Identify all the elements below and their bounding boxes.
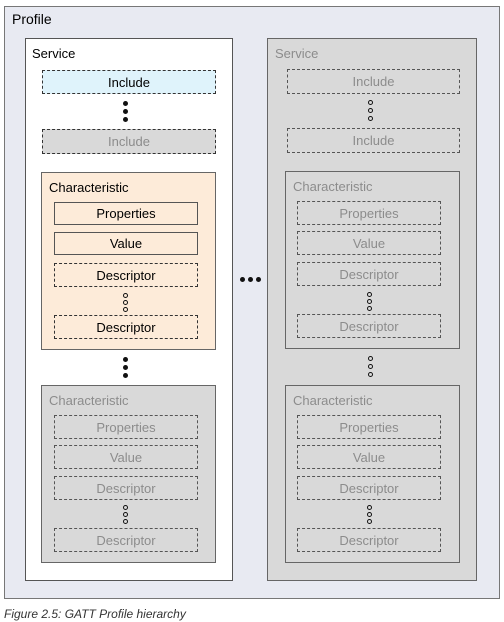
characteristic-grey xyxy=(41,385,216,563)
characteristic-label: Characteristic xyxy=(49,393,129,408)
descriptor-box: Descriptor xyxy=(297,262,441,286)
ellipsis-ring xyxy=(368,356,373,361)
ellipsis-ring xyxy=(123,519,128,524)
descriptor-box: Descriptor xyxy=(297,528,441,552)
ellipsis-ring xyxy=(368,116,373,121)
descriptor-box: Descriptor xyxy=(54,315,198,339)
service-right-label: Service xyxy=(275,46,319,61)
properties-box: Properties xyxy=(297,415,441,439)
ellipsis-dot xyxy=(240,277,245,282)
ellipsis-ring xyxy=(368,108,373,113)
ellipsis-ring xyxy=(123,505,128,510)
ellipsis-ring xyxy=(123,293,128,298)
ellipsis-ring xyxy=(367,299,372,304)
ellipsis-dot xyxy=(248,277,253,282)
service-left-label: Service xyxy=(32,46,76,61)
value-box: Value xyxy=(297,445,441,469)
properties-box: Properties xyxy=(297,201,441,225)
include-box: Include xyxy=(287,69,460,94)
descriptor-box: Descriptor xyxy=(54,476,198,500)
ellipsis-dot xyxy=(123,365,128,370)
characteristic-grey xyxy=(285,385,460,563)
ellipsis-ring xyxy=(367,505,372,510)
ellipsis-dot xyxy=(123,357,128,362)
ellipsis-ring xyxy=(368,372,373,377)
ellipsis-dot xyxy=(123,117,128,122)
value-box: Value xyxy=(54,445,198,469)
ellipsis-ring xyxy=(367,512,372,517)
descriptor-box: Descriptor xyxy=(297,314,441,338)
characteristic-grey xyxy=(285,171,460,349)
ellipsis-ring xyxy=(123,512,128,517)
descriptor-box: Descriptor xyxy=(297,476,441,500)
descriptor-box: Descriptor xyxy=(54,528,198,552)
ellipsis-ring xyxy=(367,519,372,524)
ellipsis-ring xyxy=(368,100,373,105)
ellipsis-dot xyxy=(123,109,128,114)
properties-box: Properties xyxy=(54,415,198,439)
ellipsis-ring xyxy=(123,300,128,305)
ellipsis-ring xyxy=(368,364,373,369)
ellipsis-ring xyxy=(367,306,372,311)
ellipsis-ring xyxy=(367,292,372,297)
include-box-highlighted: Include xyxy=(42,70,216,94)
profile-label: Profile xyxy=(12,11,52,27)
value-box: Value xyxy=(297,231,441,255)
ellipsis-dot xyxy=(256,277,261,282)
characteristic-label: Characteristic xyxy=(293,393,373,408)
characteristic-label: Characteristic xyxy=(293,179,373,194)
ellipsis-dot xyxy=(123,101,128,106)
characteristic-label: Characteristic xyxy=(49,180,129,195)
properties-box: Properties xyxy=(54,202,198,225)
include-box: Include xyxy=(42,129,216,154)
figure-caption: Figure 2.5: GATT Profile hierarchy xyxy=(4,607,186,621)
descriptor-box: Descriptor xyxy=(54,263,198,287)
ellipsis-dot xyxy=(123,373,128,378)
ellipsis-ring xyxy=(123,307,128,312)
include-box: Include xyxy=(287,128,460,153)
value-box: Value xyxy=(54,232,198,255)
